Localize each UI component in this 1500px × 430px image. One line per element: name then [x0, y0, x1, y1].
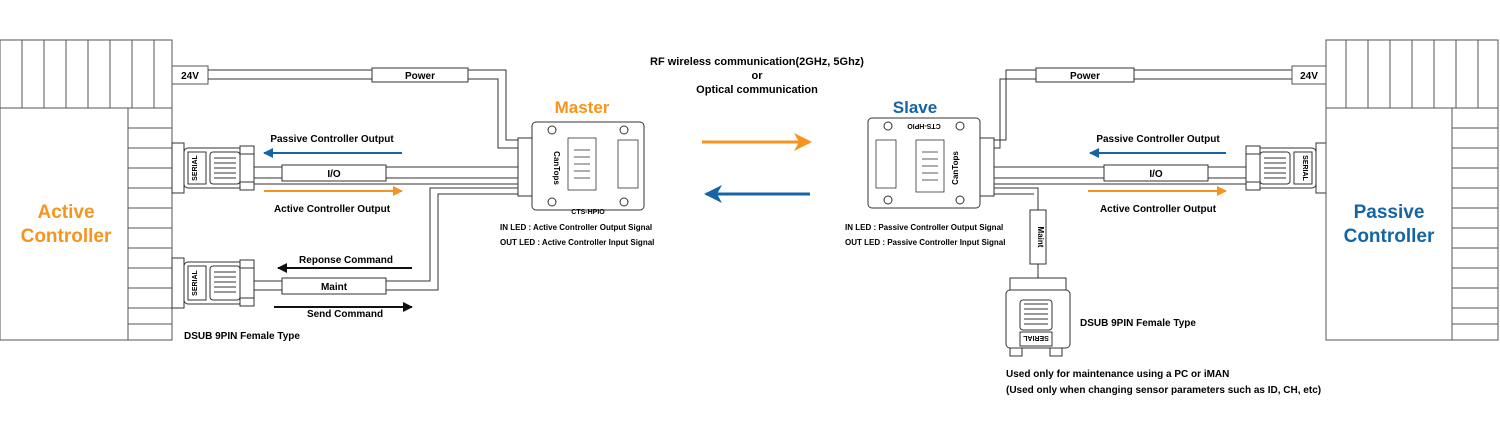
master-device: CanTops CTS-HPIO: [517, 121, 645, 216]
slave-maint-label: Maint: [1036, 227, 1045, 248]
passive-controller-title-2: Controller: [1344, 226, 1435, 247]
passive-serial-label: SERIAL: [1301, 155, 1308, 181]
slave-note-2: (Used only when changing sensor paramete…: [1006, 385, 1321, 396]
slave-serial-label: SERIAL: [1022, 334, 1048, 341]
slave-dsub-label: DSUB 9PIN Female Type: [1080, 318, 1196, 329]
send-command-label: Send Command: [307, 309, 383, 320]
slave-model: CTS-HPIO: [907, 122, 941, 129]
master-led-in: IN LED : Active Controller Output Signal: [500, 223, 652, 232]
active-maint-label: Maint: [321, 282, 348, 293]
active-24v-label: 24V: [181, 71, 199, 82]
slave-led-out: OUT LED : Passive Controller Input Signa…: [845, 238, 1005, 247]
active-controller: 24V Active Controller: [0, 39, 209, 341]
active-output-label: Active Controller Output: [274, 204, 391, 215]
passive-power-cable-label: Power: [1070, 71, 1100, 82]
passive-active-output-label: Active Controller Output: [1100, 204, 1217, 215]
slave-device: CTS-HPIO CanTops: [867, 117, 995, 209]
master-brand: CanTops: [552, 151, 561, 185]
response-command-label: Reponse Command: [299, 255, 393, 266]
active-serial-label-2: SERIAL: [192, 269, 199, 295]
active-passive-output-label: Passive Controller Output: [270, 134, 394, 145]
passive-controller-title-1: Passive: [1354, 202, 1425, 223]
active-serial-connector-maint: SERIAL: [171, 257, 255, 309]
slave-serial-connector: SERIAL: [1005, 277, 1071, 357]
active-dsub-label: DSUB 9PIN Female Type: [184, 331, 300, 342]
active-serial-label-1: SERIAL: [192, 154, 199, 180]
active-power-cable-label: Power: [405, 71, 435, 82]
slave-maint-cable-box: [1029, 209, 1047, 265]
slave-brand: CanTops: [951, 151, 960, 185]
slave-led-in: IN LED : Passive Controller Output Signa…: [845, 223, 1003, 232]
passive-serial-connector-io: SERIAL: [1245, 142, 1327, 194]
rf-line-3: Optical communication: [696, 84, 818, 96]
rf-line-2: or: [752, 70, 764, 82]
master-led-out: OUT LED : Active Controller Input Signal: [500, 238, 654, 247]
active-controller-title-1: Active: [37, 202, 94, 223]
passive-io-label: I/O: [1149, 169, 1163, 180]
rf-line-1: RF wireless communication(2GHz, 5Ghz): [650, 56, 864, 68]
passive-controller: 24V Passive Controller: [1291, 39, 1499, 341]
passive-output-label: Passive Controller Output: [1096, 134, 1220, 145]
slave-title: Slave: [893, 98, 937, 117]
active-serial-connector-io: SERIAL: [171, 142, 255, 194]
master-model: CTS-HPIO: [571, 209, 605, 216]
passive-24v-label: 24V: [1300, 71, 1318, 82]
active-io-label: I/O: [327, 169, 341, 180]
active-controller-title-2: Controller: [21, 226, 112, 247]
master-title: Master: [555, 98, 610, 117]
slave-note-1: Used only for maintenance using a PC or …: [1006, 369, 1229, 380]
